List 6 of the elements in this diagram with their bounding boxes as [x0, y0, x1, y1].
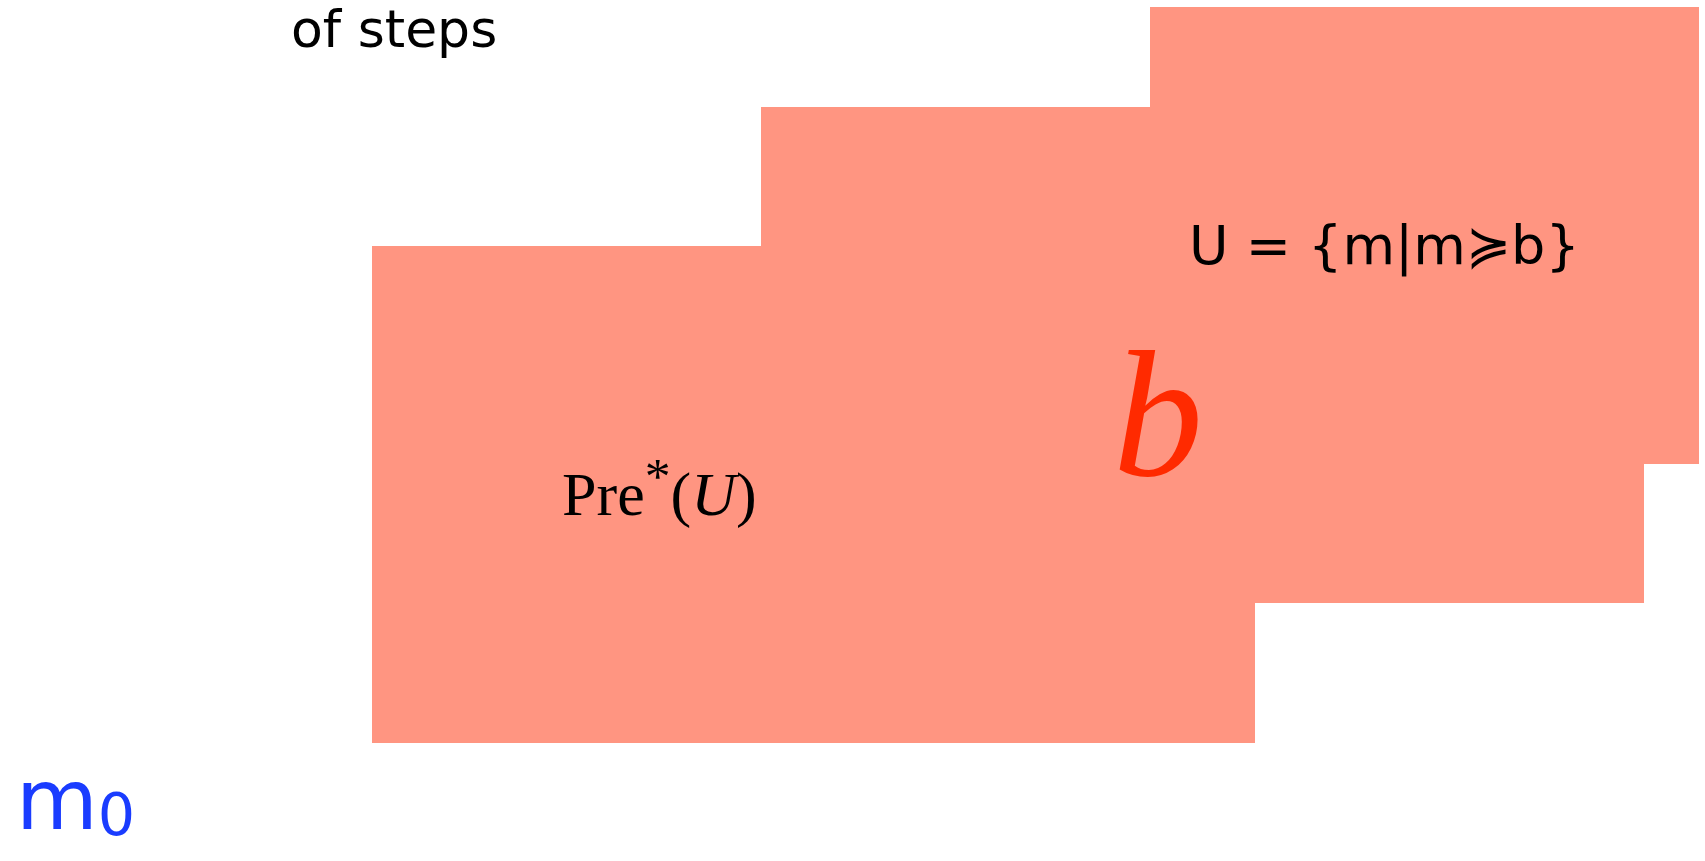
shaded-region	[761, 7, 1699, 743]
variable-label: b	[1113, 325, 1203, 505]
set-formula: Pre$^{*}$(U)	[562, 446, 757, 530]
shaded-box	[372, 246, 762, 743]
marking-label: m$_{0}$	[16, 752, 136, 849]
caption-text: of steps	[291, 0, 498, 60]
